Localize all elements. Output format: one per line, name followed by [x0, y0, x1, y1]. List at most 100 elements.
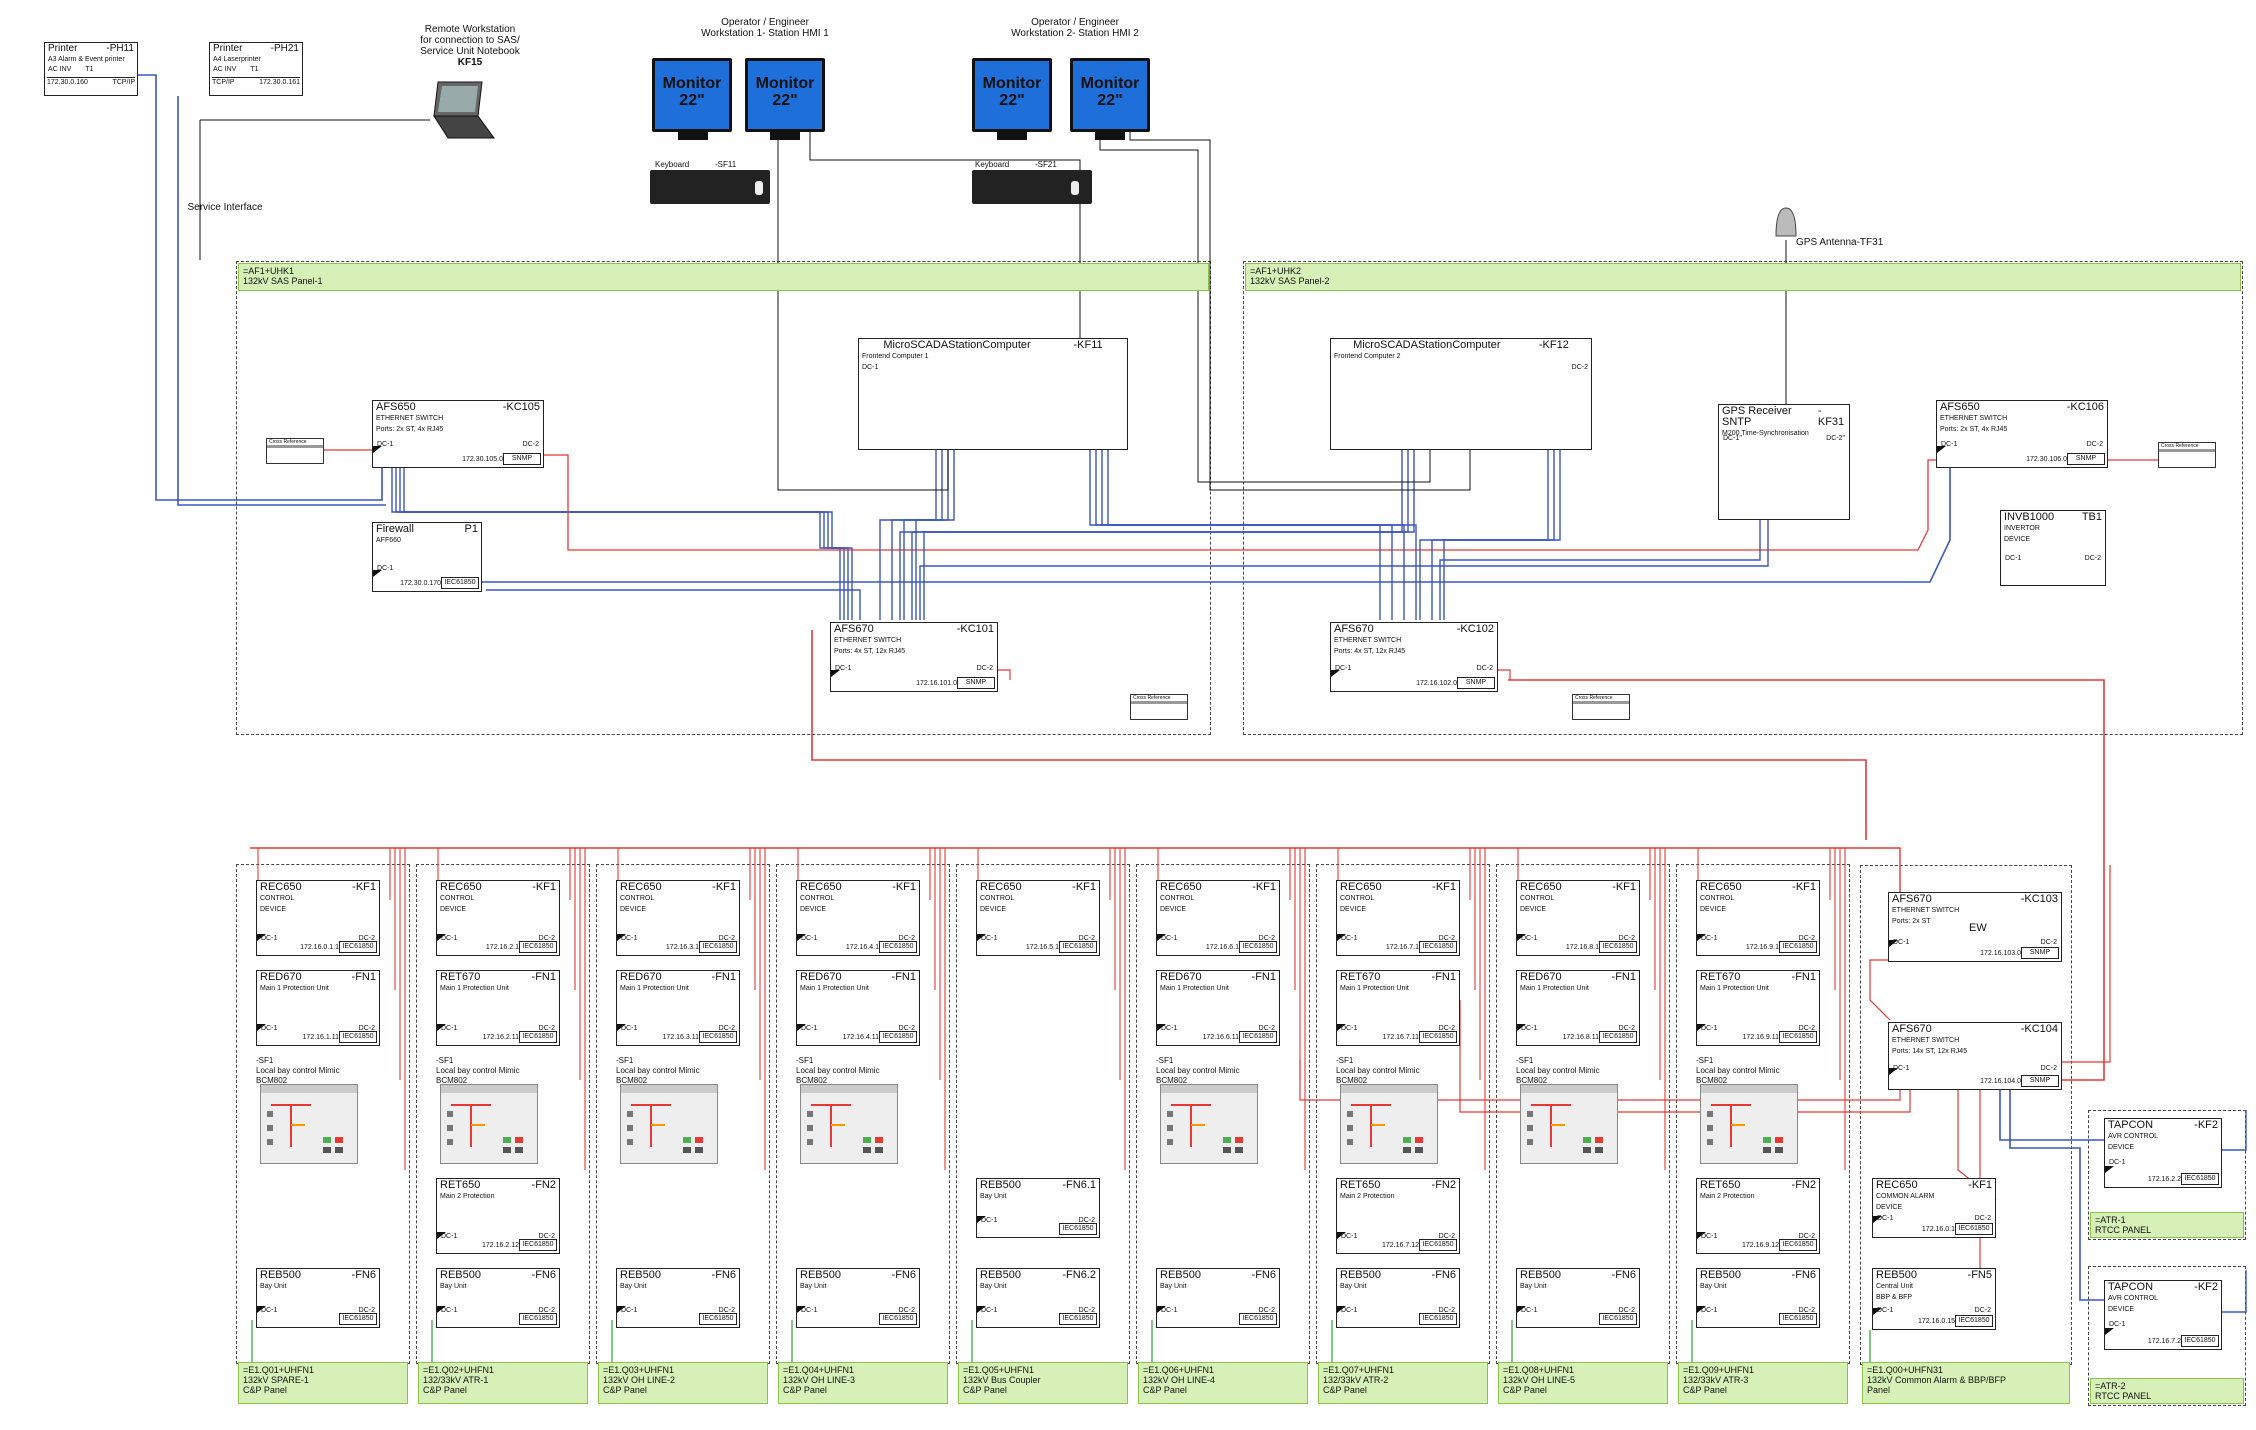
panel-name: 132kV SPARE-1	[243, 1375, 309, 1385]
dev-sub1: Main 1 Protection Unit	[800, 985, 869, 992]
dev-name: REC650	[440, 881, 482, 893]
dev-title-row: RET670-FN1	[437, 971, 559, 983]
remote-line2: for connection to SAS/	[420, 35, 520, 46]
dev-sub1: Bay Unit	[980, 1283, 1007, 1290]
wire-8	[482, 468, 1951, 583]
dev-tag: -KF1	[712, 881, 736, 893]
dev-title-row: REB500-FN6	[797, 1269, 919, 1281]
dev-proto: IEC61850	[879, 1031, 917, 1043]
keyboard-label: Keyboard	[655, 160, 690, 169]
monitor-label: Monitor 22"	[982, 75, 1042, 109]
dev-ip: 172.16.3.11	[662, 1034, 699, 1041]
dc2: DC-2	[1258, 1025, 1275, 1032]
wire-37	[1508, 679, 2105, 1081]
dev-tag: -KC102	[1456, 623, 1494, 635]
dev-name: MicroSCADAStationComputer	[883, 339, 1031, 351]
dev-proto: IEC61850	[339, 1031, 377, 1043]
wire-93	[1869, 959, 1891, 1021]
dev-proto: IEC61850	[1779, 941, 1817, 953]
dc2: DC-2"	[1826, 435, 1845, 442]
dev-ip: 172.16.102.0	[1416, 680, 1457, 687]
dev-title-row: REC650-KF1	[1337, 881, 1459, 893]
monitor-label: Monitor 22"	[755, 75, 815, 109]
dev-tag: -KF1	[352, 881, 376, 893]
bay-mimic-panel	[620, 1084, 718, 1164]
dev-proto: SNMP	[957, 677, 995, 689]
dc2: DC-2	[1798, 1233, 1815, 1240]
dev-name: AFS670	[1892, 1023, 1932, 1035]
dc1: DC-1	[801, 1025, 818, 1032]
dev-name: RET670	[1700, 971, 1741, 983]
dev-sub1: ETHERNET SWITCH	[1940, 415, 2008, 422]
dc1: DC-1	[981, 1307, 998, 1314]
dc2: DC-2	[358, 1307, 375, 1314]
dev-proto: IEC61850	[1419, 1031, 1457, 1043]
dev-sub1: Main 1 Protection Unit	[260, 985, 329, 992]
dev-tag: -FN1	[1791, 971, 1816, 983]
dev-sub1: ETHERNET SWITCH	[1892, 907, 1960, 914]
printer-ip: 172.30.0.161	[259, 79, 300, 86]
dc1: DC-1	[1701, 1025, 1718, 1032]
dev-proto: SNMP	[503, 453, 541, 465]
dev-proto: IEC61850	[1059, 1223, 1097, 1235]
dev-sub1: Main 1 Protection Unit	[620, 985, 689, 992]
dev-proto: IEC61850	[1599, 941, 1637, 953]
dev-sub1: CONTROL	[440, 895, 475, 902]
dev-sub1: Main 1 Protection Unit	[1700, 985, 1769, 992]
keyboard-icon	[650, 170, 770, 204]
dev-title-row: REC650-KF1	[977, 881, 1099, 893]
dev-title-row: REB500-FN6.1	[977, 1179, 1099, 1191]
dev-tag: -FN2	[531, 1179, 556, 1191]
dc2: DC-2	[1618, 1025, 1635, 1032]
mimic-tag: -SF1	[1156, 1056, 1174, 1065]
workstation-2-label: Operator / Engineer Workstation 2- Stati…	[990, 17, 1160, 39]
sas-panel-2-name: 132kV SAS Panel-2	[1250, 276, 1330, 286]
dc2: DC-2	[1974, 1215, 1991, 1222]
dev-title-row: REC650-KF1	[437, 881, 559, 893]
dev-sub1: Bay Unit	[1700, 1283, 1727, 1290]
dev-proto: IEC61850	[519, 1239, 557, 1251]
dev-sub1: AFF660	[376, 537, 401, 544]
dc2: DC-2	[1438, 1307, 1455, 1314]
gps-antenna-icon	[1775, 207, 1797, 237]
mimic-model: BCM802	[1516, 1076, 1548, 1085]
sas-panel-1-label: =AF1+UHK1 132kV SAS Panel-1	[238, 263, 1209, 291]
dc1: DC-1	[1877, 1307, 1894, 1314]
dev-sub1: CONTROL	[1340, 895, 1375, 902]
dev-sub1: Main 2 Protection	[1340, 1193, 1395, 1200]
dev-title-row: RED670-FN1	[1517, 971, 1639, 983]
dc2: DC-2	[898, 1025, 915, 1032]
dev-name: REB500	[1160, 1269, 1201, 1281]
dev-ew: EW	[1969, 922, 1987, 934]
dc-marker	[1331, 670, 1340, 677]
dev-proto: SNMP	[2021, 947, 2059, 959]
dev-sub2: Ports: 4x ST, 12x RJ45	[1334, 648, 1406, 655]
mimic-tag: -SF1	[796, 1056, 814, 1065]
dev-title-row: RET650-FN2	[1697, 1179, 1819, 1191]
dc2: DC-2	[1798, 935, 1815, 942]
panel-code: =E1.Q07+UHFN1	[1323, 1365, 1395, 1375]
wire-11	[879, 450, 937, 620]
printer-tag: -PH21	[270, 43, 299, 54]
panel-name: 132kV OH LINE-4	[1143, 1375, 1216, 1385]
dc-marker	[617, 1024, 626, 1031]
mimic-desc: Local bay control Mimic	[1516, 1066, 1600, 1075]
panel-code: =E1.Q06+UHFN1	[1143, 1365, 1215, 1375]
wire-26	[919, 520, 1769, 620]
